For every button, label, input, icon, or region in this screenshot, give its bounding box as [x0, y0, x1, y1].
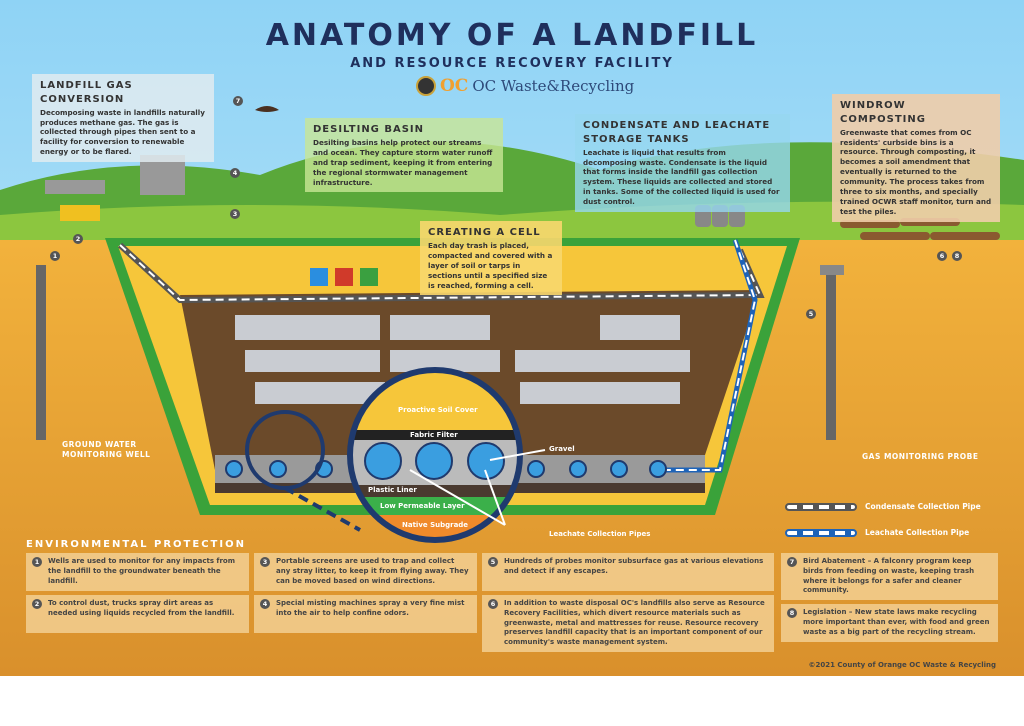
fabric-filter-label: Fabric Filter — [410, 431, 458, 439]
gravel-label: Gravel — [549, 445, 575, 453]
marker-6: 6 — [937, 251, 947, 261]
low-permeable-label: Low Permeable Layer — [380, 502, 465, 510]
marker-7: 7 — [233, 96, 243, 106]
leachate-pipe-icon — [785, 528, 857, 537]
legend-condensate: Condensate Collection Pipe — [785, 502, 981, 511]
page-title: ANATOMY OF A LANDFILL — [265, 18, 759, 53]
county-seal-icon — [416, 76, 436, 96]
marker-1: 1 — [50, 251, 60, 261]
page-subtitle: AND RESOURCE RECOVERY FACILITY — [350, 56, 674, 71]
condensate-pipe-icon — [785, 502, 857, 511]
copyright: ©2021 County of Orange OC Waste & Recycl… — [808, 661, 996, 669]
marker-8: 8 — [952, 251, 962, 261]
marker-2: 2 — [73, 234, 83, 244]
marker-4: 4 — [230, 168, 240, 178]
well-label: GROUND WATER MONITORING WELL — [62, 440, 151, 459]
leachate-pipes-label: Leachate Collection Pipes — [549, 530, 651, 538]
marker-3: 3 — [230, 209, 240, 219]
marker-5: 5 — [806, 309, 816, 319]
plastic-liner-label: Plastic Liner — [368, 486, 417, 494]
probe-label: GAS MONITORING PROBE — [862, 452, 979, 461]
soil-cover-label: Proactive Soil Cover — [398, 406, 478, 414]
legend-leachate: Leachate Collection Pipe — [785, 528, 969, 537]
native-subgrade-label: Native Subgrade — [402, 521, 469, 529]
environmental-title: ENVIRONMENTAL PROTECTION — [26, 539, 246, 550]
